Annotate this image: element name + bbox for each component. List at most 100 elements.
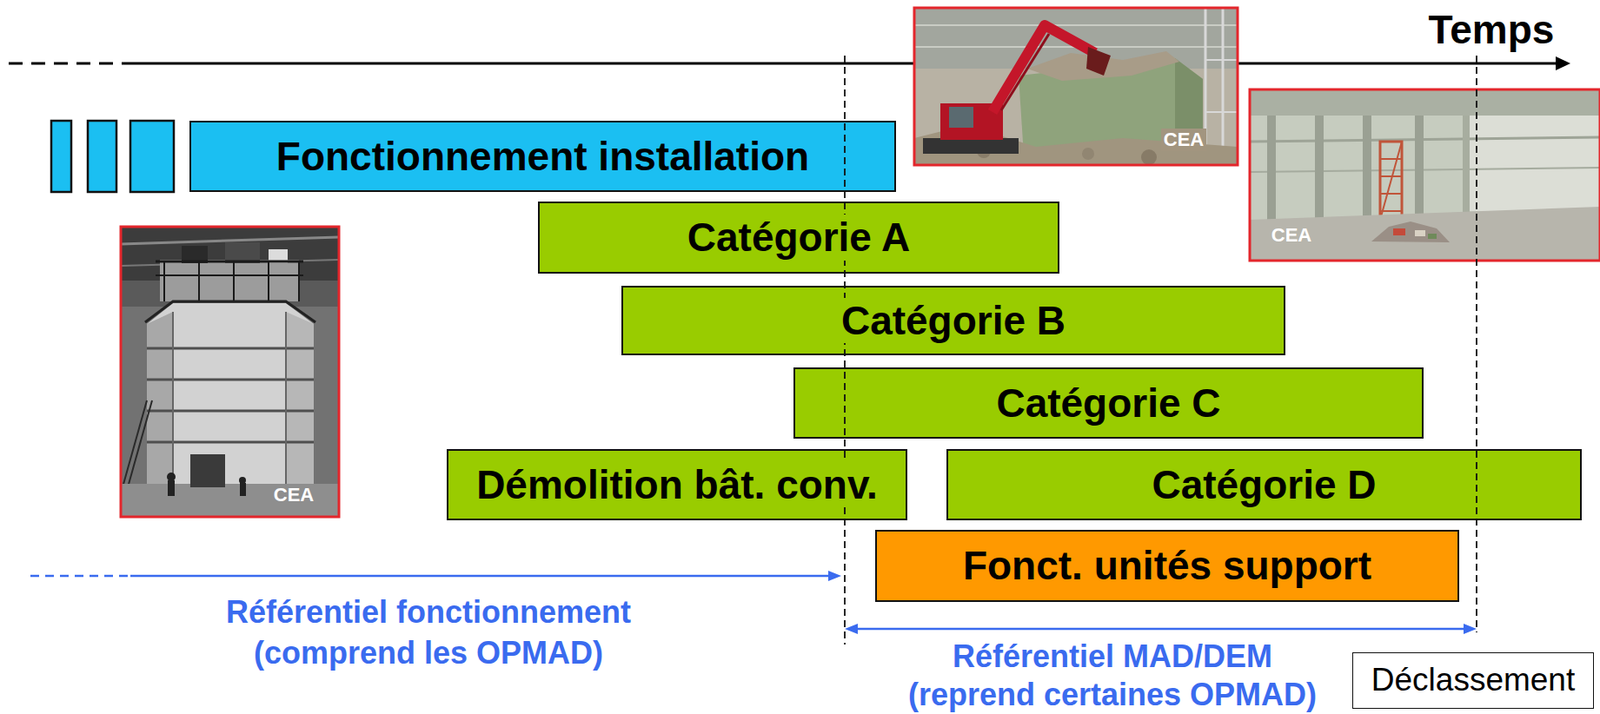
operation-blocks xyxy=(51,120,174,193)
reference-label: Référentiel fonctionnement (comprend les… xyxy=(211,591,646,674)
bar-label: Démolition bât. conv. xyxy=(472,462,882,509)
empty-hall-photo xyxy=(1267,115,1276,220)
reactor-photo xyxy=(155,260,304,264)
label-holder: CEA xyxy=(271,484,317,506)
reference-label: Référentiel MAD/DEM (reprend certaines O… xyxy=(895,637,1330,714)
reactor-photo xyxy=(163,261,166,302)
bar-label: Catégorie C xyxy=(992,380,1224,427)
empty-hall-photo xyxy=(1380,192,1402,195)
empty-hall-photo xyxy=(1467,115,1600,212)
empty-hall-photo xyxy=(1249,89,1600,261)
label-holder: Référentiel MAD/DEM (reprend certaines O… xyxy=(895,637,1330,714)
photo-credit: CEA xyxy=(271,484,317,506)
reactor-photo xyxy=(146,312,173,488)
empty-hall-photo xyxy=(1427,233,1437,240)
reactor-photo xyxy=(159,259,299,302)
category-bar: Catégorie C xyxy=(793,367,1424,439)
reactor-photo xyxy=(146,410,314,413)
reactor-photo xyxy=(122,400,147,488)
empty-hall-photo xyxy=(1380,141,1402,220)
time-axis xyxy=(8,62,131,66)
reactor-photo xyxy=(120,226,339,518)
bar-label: Catégorie D xyxy=(1148,462,1380,509)
reference-arrow xyxy=(130,575,830,578)
bar-label: Déclassement xyxy=(1367,662,1579,700)
reference-arrow xyxy=(844,624,858,635)
demolition-photo xyxy=(1082,147,1095,160)
operation-blocks xyxy=(87,120,117,193)
phase-boundary xyxy=(844,55,1477,645)
demolition-photo xyxy=(1205,59,1238,61)
empty-hall-photo xyxy=(1380,141,1402,220)
reactor-photo xyxy=(146,378,314,382)
demolition-photo xyxy=(992,25,1096,113)
photo-credit: CEA xyxy=(1161,128,1207,151)
reactor-photo xyxy=(239,477,246,485)
demolition-photo xyxy=(1221,7,1225,166)
demolition-photo xyxy=(914,7,1238,166)
reactor-photo xyxy=(145,301,316,323)
operation-bar: Fonctionnement installation xyxy=(189,120,897,193)
reactor-photo xyxy=(172,312,174,488)
reactor-photo xyxy=(120,226,339,518)
reactor-photo xyxy=(267,261,270,302)
demolition-photo xyxy=(1086,46,1111,76)
category-bar: Catégorie A xyxy=(537,201,1060,274)
reactor-photo xyxy=(225,242,260,264)
reactor-photo xyxy=(285,312,287,488)
empty-hall-photo xyxy=(1249,167,1600,173)
phase-boundary xyxy=(843,55,846,645)
empty-hall-photo xyxy=(1393,228,1406,236)
reference-arrow xyxy=(1463,624,1477,635)
demolition-photo xyxy=(914,7,1238,166)
label-holder: CEA xyxy=(1268,224,1315,246)
reference-arrow xyxy=(856,628,1466,631)
bar-label: Fonctionnement installation xyxy=(272,133,813,180)
demolition-photo xyxy=(922,138,1019,154)
empty-hall-photo xyxy=(1380,158,1402,160)
empty-hall-photo xyxy=(1249,137,1600,142)
label-holder: Référentiel fonctionnement (comprend les… xyxy=(211,591,646,674)
empty-hall-photo xyxy=(1314,115,1324,219)
operation-blocks xyxy=(130,120,174,193)
empty-hall-photo xyxy=(1414,115,1424,215)
reactor-photo xyxy=(232,261,235,302)
label-holder: Temps xyxy=(1428,6,1555,54)
demolition-bar: Démolition bât. conv. xyxy=(446,449,908,521)
reactor-photo xyxy=(127,400,153,488)
demolition-photo xyxy=(1001,33,1049,111)
axis-label: Temps xyxy=(1428,6,1555,54)
demolition-photo xyxy=(914,7,1238,166)
bar-label: Catégorie B xyxy=(837,298,1069,345)
empty-hall-photo xyxy=(1371,221,1450,243)
label-holder: CEA xyxy=(1161,128,1207,151)
reactor-photo xyxy=(239,483,246,497)
reactor-photo xyxy=(146,441,314,445)
photo-credit: CEA xyxy=(1268,224,1315,246)
time-axis xyxy=(1555,56,1571,71)
empty-hall-photo xyxy=(1462,115,1470,213)
demolition-photo xyxy=(1205,111,1238,113)
reactor-photo xyxy=(146,347,314,351)
time-axis xyxy=(8,56,1571,71)
reactor-photo xyxy=(155,274,304,277)
time-axis xyxy=(130,62,1558,66)
category-bar: Catégorie D xyxy=(946,449,1582,521)
empty-hall-photo xyxy=(1249,89,1600,116)
reference-arrow xyxy=(828,570,842,582)
operation-blocks xyxy=(51,120,72,193)
reactor-photo xyxy=(120,484,339,518)
reactor-photo xyxy=(285,312,314,488)
phase-boundary xyxy=(1475,55,1478,633)
empty-hall-photo xyxy=(1249,89,1600,261)
reactor-photo xyxy=(298,261,300,302)
reactor-photo xyxy=(166,472,176,482)
empty-hall-photo xyxy=(1362,115,1372,217)
empty-hall-photo xyxy=(1414,230,1426,237)
demolition-photo xyxy=(914,24,1238,27)
demolition-photo xyxy=(1141,149,1157,166)
empty-hall-photo xyxy=(1249,89,1600,261)
support-bar: Fonct. unités support xyxy=(875,530,1460,603)
reference-arrow xyxy=(30,575,131,578)
reactor-photo xyxy=(146,303,314,488)
